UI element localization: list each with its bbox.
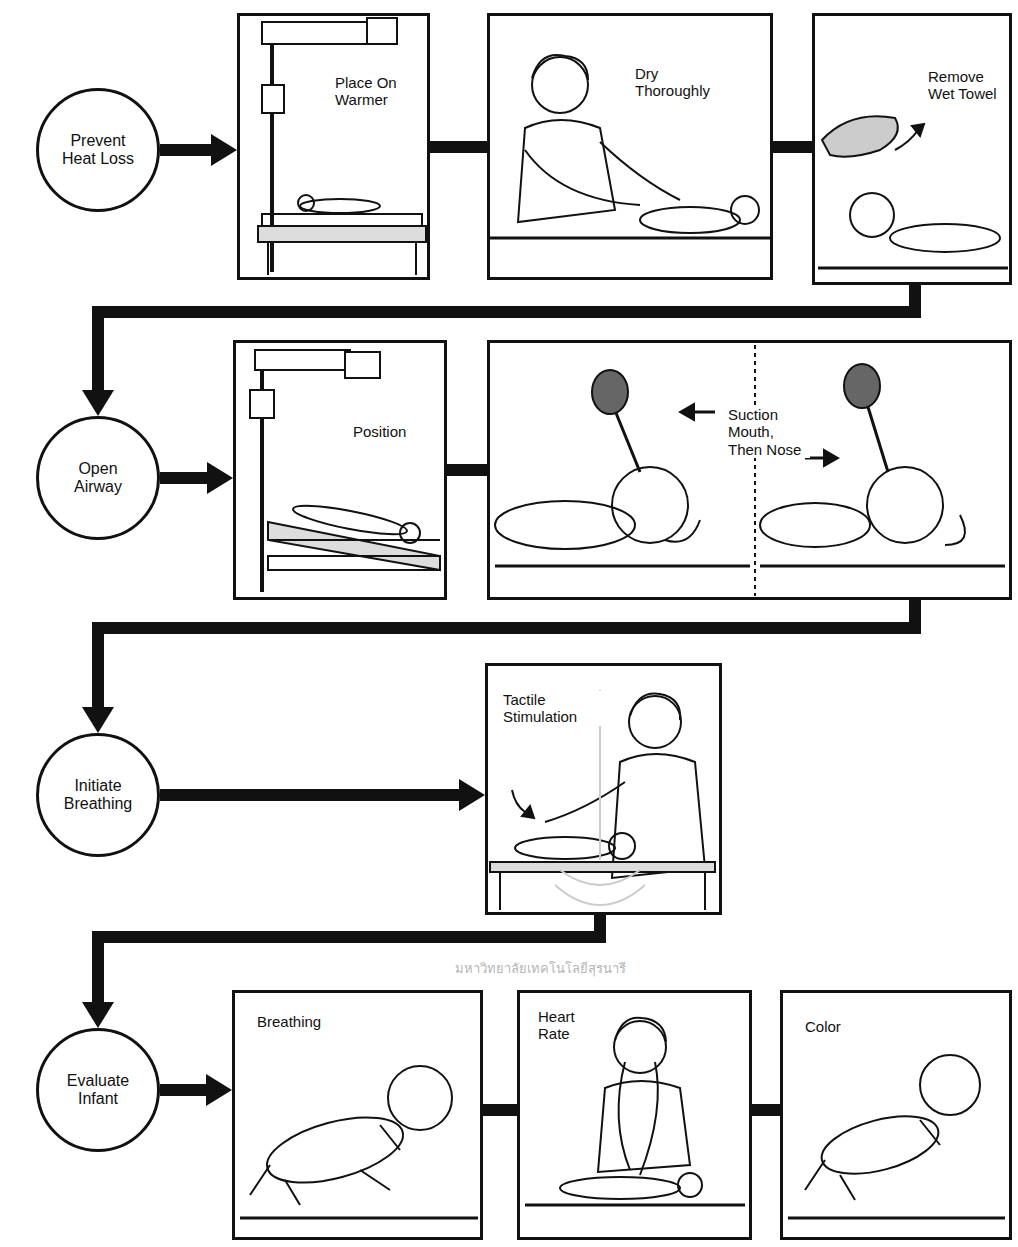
watermark: มหาวิทยาลัยเทคโนโลยีสุรนารี: [455, 958, 626, 979]
positioning-warmer: [250, 350, 440, 592]
nurse-stethoscope: [525, 1018, 745, 1205]
panel-caption: Color: [805, 1018, 875, 1035]
arrow-head: [82, 1002, 114, 1028]
step-circle: Evaluate Infant: [36, 1028, 160, 1152]
step-title: Prevent Heat Loss: [57, 132, 139, 169]
panel-caption: Dry Thoroughly: [635, 65, 725, 100]
flow-connector: [447, 470, 487, 471]
step-panel: Place On Warmer: [237, 13, 430, 280]
step-panel: Heart Rate: [517, 990, 752, 1240]
step-panel: Dry Thoroughly: [487, 13, 773, 280]
step-title: Evaluate Infant: [57, 1072, 139, 1109]
flow-connector: [430, 147, 487, 148]
connector-line: [160, 144, 213, 156]
connector-line: [430, 141, 487, 153]
flow-connector: [160, 779, 485, 811]
flow-connector: [82, 285, 915, 416]
step-panel: Position: [233, 340, 447, 600]
connector-line: [160, 472, 209, 484]
nurse-stimulating: [490, 693, 715, 910]
connector-line: [160, 789, 461, 801]
step-panel: Remove Wet Towel: [812, 13, 1012, 285]
arrow-head: [459, 779, 485, 811]
panel-caption: Heart Rate: [538, 1008, 594, 1043]
panel-caption: Breathing: [257, 1013, 347, 1030]
panel-caption: Remove Wet Towel: [928, 68, 1000, 103]
flow-connector: [160, 1074, 232, 1106]
radiant-warmer: [258, 18, 426, 275]
arrow-head: [206, 1074, 232, 1106]
step-circle: Initiate Breathing: [36, 733, 160, 857]
panel-caption: Position: [353, 423, 433, 440]
panel-caption: Place On Warmer: [335, 74, 401, 109]
step-panel: Breathing: [232, 990, 483, 1240]
suction-illustration: [495, 345, 1005, 596]
step-circle: Open Airway: [36, 416, 160, 540]
flow-connector: [160, 134, 237, 166]
arrow-head: [82, 390, 114, 416]
nurse-drying: [490, 55, 770, 238]
connector-line: [752, 1104, 780, 1116]
step-panel: Suction Mouth, Then Nose: [487, 340, 1012, 600]
step-circle: Prevent Heat Loss: [36, 88, 160, 212]
step-panel: Color: [780, 990, 1012, 1240]
flow-connector: [752, 1110, 780, 1111]
step-title: Initiate Breathing: [57, 777, 139, 814]
connector-line: [98, 285, 915, 392]
connector-line: [773, 141, 812, 153]
arrow-head: [82, 707, 114, 733]
flow-connector: [160, 462, 233, 494]
connector-line: [483, 1104, 517, 1116]
panel-caption: Tactile Stimulation: [503, 691, 603, 726]
step-title: Open Airway: [57, 460, 139, 497]
step-panel: Tactile Stimulation: [485, 663, 722, 915]
panel-caption: Suction Mouth, Then Nose: [728, 406, 810, 458]
connector-line: [447, 464, 487, 476]
connector-line: [160, 1084, 208, 1096]
arrow-head: [207, 462, 233, 494]
infant-color: [788, 1055, 1005, 1218]
towel-removal: [818, 116, 1008, 268]
flow-connector: [82, 600, 915, 733]
flow-connector: [483, 1110, 517, 1111]
flow-connector: [773, 147, 812, 148]
infant-breathing: [240, 1066, 478, 1218]
arrow-head: [211, 134, 237, 166]
